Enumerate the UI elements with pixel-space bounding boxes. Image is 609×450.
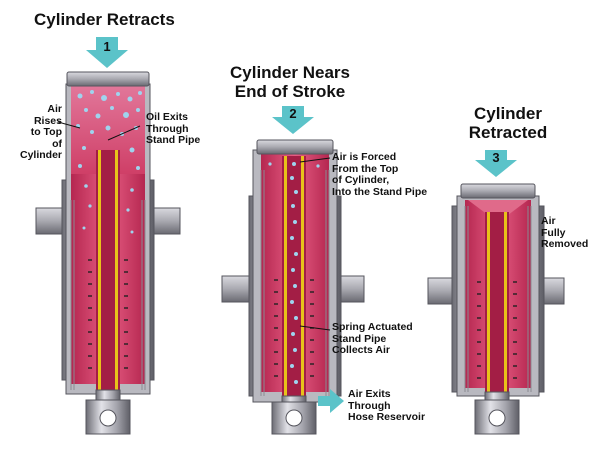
stage-2-title: Cylinder Nears End of Stroke <box>230 63 350 101</box>
label-air-removed: Air Fully Removed <box>541 215 589 250</box>
stage-1-title: Cylinder Retracts <box>34 10 175 29</box>
label-air-forced: Air is Forced From the Top of Cylinder, … <box>332 151 428 198</box>
stage-3-arrow <box>475 150 517 177</box>
label-oil-exits: Oil Exits Through Stand Pipe <box>146 111 201 146</box>
label-spring-pipe: Spring Actuated Stand Pipe Collects Air <box>332 321 413 356</box>
stage-2-cylinder: 2 <box>221 106 365 435</box>
air-exit-arrow <box>318 389 344 413</box>
stage-3-cylinder: 3 <box>427 150 565 435</box>
label-air-exits: Air Exits Through Hose Reservoir <box>348 388 426 423</box>
stage-1-number: 1 <box>103 39 110 54</box>
stage-3-title: Cylinder Retracted <box>468 104 548 142</box>
stage-2-arrow <box>272 106 314 134</box>
stage-3-number: 3 <box>492 150 499 165</box>
label-air-rises: Air Rises to Top of Cylinder <box>19 103 62 161</box>
stage-1-cylinder: 1 <box>35 37 181 435</box>
stage-1-arrow <box>86 37 128 68</box>
stage-2-number: 2 <box>289 106 296 121</box>
